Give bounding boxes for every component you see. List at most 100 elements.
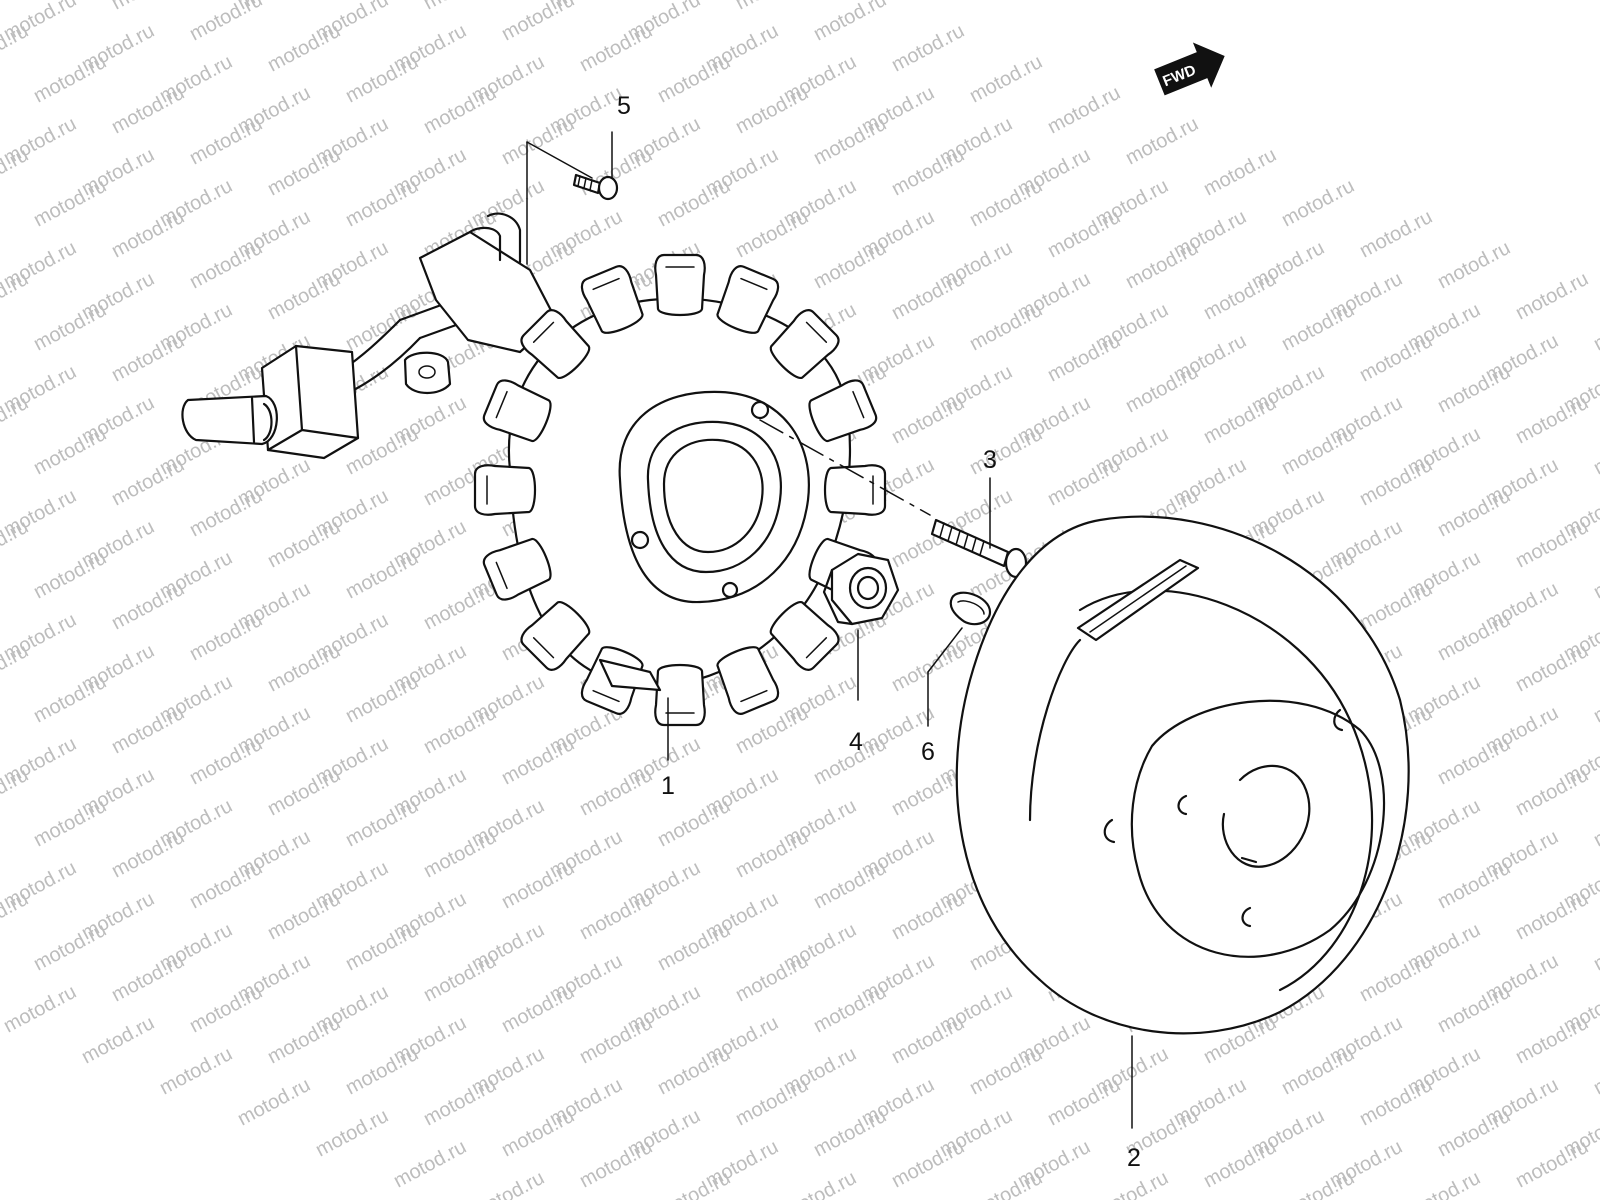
watermark-text: motod.ru <box>1512 516 1592 572</box>
watermark-text: motod.ru <box>888 20 968 76</box>
stator-pole <box>580 265 644 334</box>
watermark-text: motod.ru <box>108 82 188 138</box>
watermark-text: motod.ru <box>498 0 578 45</box>
watermark-text: motod.ru <box>1512 888 1592 944</box>
watermark-text: motod.ru <box>0 981 80 1037</box>
watermark-text: motod.ru <box>1590 795 1600 851</box>
watermark-text: motod.ru <box>156 1043 236 1099</box>
watermark-text: motod.ru <box>420 1074 500 1130</box>
watermark-text: motod.ru <box>498 981 578 1037</box>
stator-pole <box>482 379 552 443</box>
watermark-text: motod.ru <box>342 795 422 851</box>
watermark-text: motod.ru <box>1356 206 1436 262</box>
watermark-text: motod.ru <box>0 0 2 14</box>
watermark-text: motod.ru <box>780 1167 860 1200</box>
watermark-text: motod.ru <box>186 857 266 913</box>
watermark-text: motod.ru <box>732 206 812 262</box>
stator-pole <box>769 601 840 671</box>
watermark-text: motod.ru <box>30 671 110 727</box>
watermark-text: motod.ru <box>420 702 500 758</box>
watermark-text: motod.ru <box>498 113 578 169</box>
watermark-text: motod.ru <box>108 826 188 882</box>
watermark-text: motod.ru <box>0 826 2 882</box>
watermark-text: motod.ru <box>732 1074 812 1130</box>
stator-pole <box>716 646 780 715</box>
watermark-text: motod.ru <box>1434 857 1514 913</box>
watermark-text: motod.ru <box>1512 1012 1592 1068</box>
stator-pole <box>473 464 537 516</box>
stator-pole-group <box>473 253 887 727</box>
watermark-text: motod.ru <box>390 1136 470 1192</box>
callout-1: 1 <box>661 772 675 800</box>
watermark-text: motod.ru <box>1044 454 1124 510</box>
watermark-text: motod.ru <box>966 299 1046 355</box>
watermark-text: motod.ru <box>810 237 890 293</box>
watermark-text: motod.ru <box>888 144 968 200</box>
watermark-text: motod.ru <box>810 981 890 1037</box>
watermark-text: motod.ru <box>186 0 266 45</box>
watermark-text: motod.ru <box>654 1043 734 1099</box>
watermark-text: motod.ru <box>1512 640 1592 696</box>
stator-pole <box>654 253 706 317</box>
key <box>949 591 992 626</box>
watermark-text: motod.ru <box>1356 950 1436 1006</box>
watermark-text: motod.ru <box>30 175 110 231</box>
watermark-text: motod.ru <box>888 1012 968 1068</box>
fwd-arrow-icon <box>1154 42 1225 96</box>
watermark-text: motod.ru <box>342 671 422 727</box>
watermark-text: motod.ru <box>186 113 266 169</box>
watermark-text: motod.ru <box>0 950 2 1006</box>
watermark-text: motod.ru <box>1404 1167 1484 1200</box>
watermark-text: motod.ru <box>732 826 812 882</box>
callout-3: 3 <box>983 446 997 474</box>
leader-lines <box>526 131 1133 1129</box>
watermark-text: motod.ru <box>888 888 968 944</box>
watermark-text: motod.ru <box>30 547 110 603</box>
watermark-text: motod.ru <box>264 144 344 200</box>
watermark-text: motod.ru <box>654 175 734 231</box>
watermark-text: motod.ru <box>1434 361 1514 417</box>
stator-pole <box>823 464 887 516</box>
watermark-text: motod.ru <box>1356 578 1436 634</box>
watermark-text: motod.ru <box>732 950 812 1006</box>
watermark-text: motod.ru <box>1590 299 1600 355</box>
stator-pole-winding <box>532 637 555 659</box>
watermark-text: motod.ru <box>966 423 1046 479</box>
stator-pole-winding <box>532 321 555 343</box>
watermark-text: motod.ru <box>810 857 890 913</box>
watermark-text: motod.ru <box>1590 919 1600 975</box>
watermark-text: motod.ru <box>108 206 188 262</box>
watermark-text: motod.ru <box>498 1105 578 1161</box>
watermark-text: motod.ru <box>420 826 500 882</box>
watermark-text: motod.ru <box>1122 237 1202 293</box>
watermark-text: motod.ru <box>342 919 422 975</box>
watermark-text: motod.ru <box>888 268 968 324</box>
watermark-text: motod.ru <box>186 609 266 665</box>
watermark-text: motod.ru <box>342 175 422 231</box>
watermark-text: motod.ru <box>1122 113 1202 169</box>
stator-pole-winding <box>592 689 620 703</box>
watermark-text: motod.ru <box>1434 237 1514 293</box>
watermark-text: motod.ru <box>0 702 2 758</box>
fwd-direction-badge: FWD <box>1154 42 1225 96</box>
stator-pole-winding <box>805 637 828 659</box>
callout-6: 6 <box>921 738 935 766</box>
stator-assembly <box>181 212 887 727</box>
watermark-text: motod.ru <box>264 1012 344 1068</box>
stator-pole-winding <box>740 277 768 291</box>
watermark-text: motod.ru <box>108 578 188 634</box>
watermark-text: motod.ru <box>1278 1167 1358 1200</box>
watermark-text: motod.ru <box>576 1136 656 1192</box>
watermark-text: motod.ru <box>1434 981 1514 1037</box>
watermark-text: motod.ru <box>576 764 656 820</box>
stator-pole-winding <box>852 390 865 419</box>
watermark-text: motod.ru <box>186 981 266 1037</box>
callout-2: 2 <box>1127 1144 1141 1172</box>
stator-pole <box>654 663 706 727</box>
stator-pole-winding <box>495 561 508 590</box>
watermark-text: motod.ru <box>1356 330 1436 386</box>
watermark-text: motod.ru <box>1512 268 1592 324</box>
watermark-text: motod.ru <box>108 454 188 510</box>
watermark-text: motod.ru <box>1590 671 1600 727</box>
